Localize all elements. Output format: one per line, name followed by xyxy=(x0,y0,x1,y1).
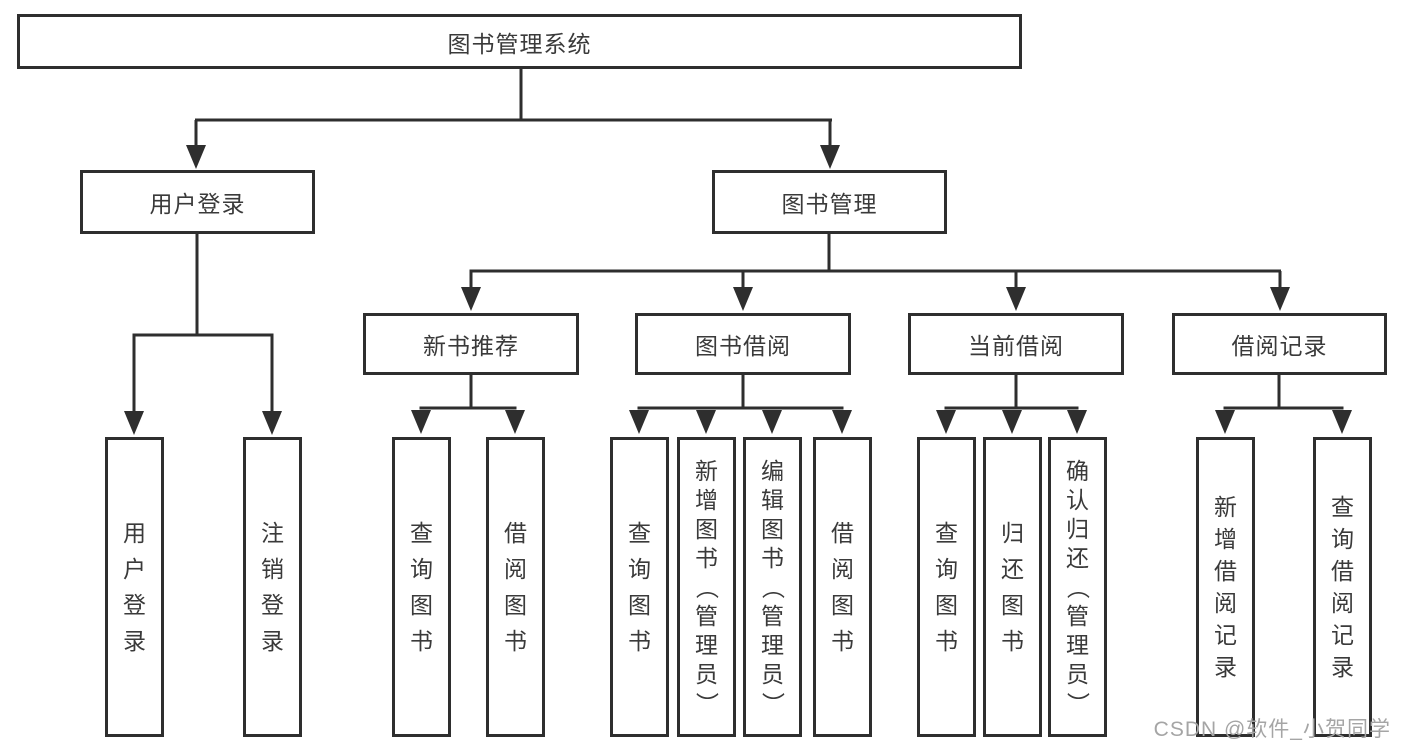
csdn-watermark: CSDN @软件_小贺同学 xyxy=(1153,718,1391,741)
node-new-book-recommendation: 新书推荐 xyxy=(363,313,579,375)
leaf-borrowing-add-books-admin: 新增图书（管理员） xyxy=(677,437,736,737)
node-current-borrowing: 当前借阅 xyxy=(908,313,1124,375)
leaf-logout: 注销登录 xyxy=(243,437,302,737)
leaf-borrowing-borrow-books: 借阅图书 xyxy=(813,437,872,737)
leaf-records-query-borrow-record: 查询借阅记录 xyxy=(1313,437,1372,737)
node-book-management-module: 图书管理 xyxy=(712,170,947,234)
leaf-current-return-books: 归还图书 xyxy=(983,437,1042,737)
node-borrowing-records: 借阅记录 xyxy=(1172,313,1387,375)
leaf-recommend-borrow-books: 借阅图书 xyxy=(486,437,545,737)
node-library-management-system: 图书管理系统 xyxy=(17,14,1022,69)
node-user-login-module: 用户登录 xyxy=(80,170,315,234)
node-book-borrowing: 图书借阅 xyxy=(635,313,851,375)
leaf-current-query-books: 查询图书 xyxy=(917,437,976,737)
leaf-borrowing-query-books: 查询图书 xyxy=(610,437,669,737)
leaf-current-confirm-return-admin: 确认归还（管理员） xyxy=(1048,437,1107,737)
leaf-recommend-query-books: 查询图书 xyxy=(392,437,451,737)
leaf-user-login: 用户登录 xyxy=(105,437,164,737)
leaf-borrowing-edit-books-admin: 编辑图书（管理员） xyxy=(743,437,802,737)
leaf-records-add-borrow-record: 新增借阅记录 xyxy=(1196,437,1255,737)
